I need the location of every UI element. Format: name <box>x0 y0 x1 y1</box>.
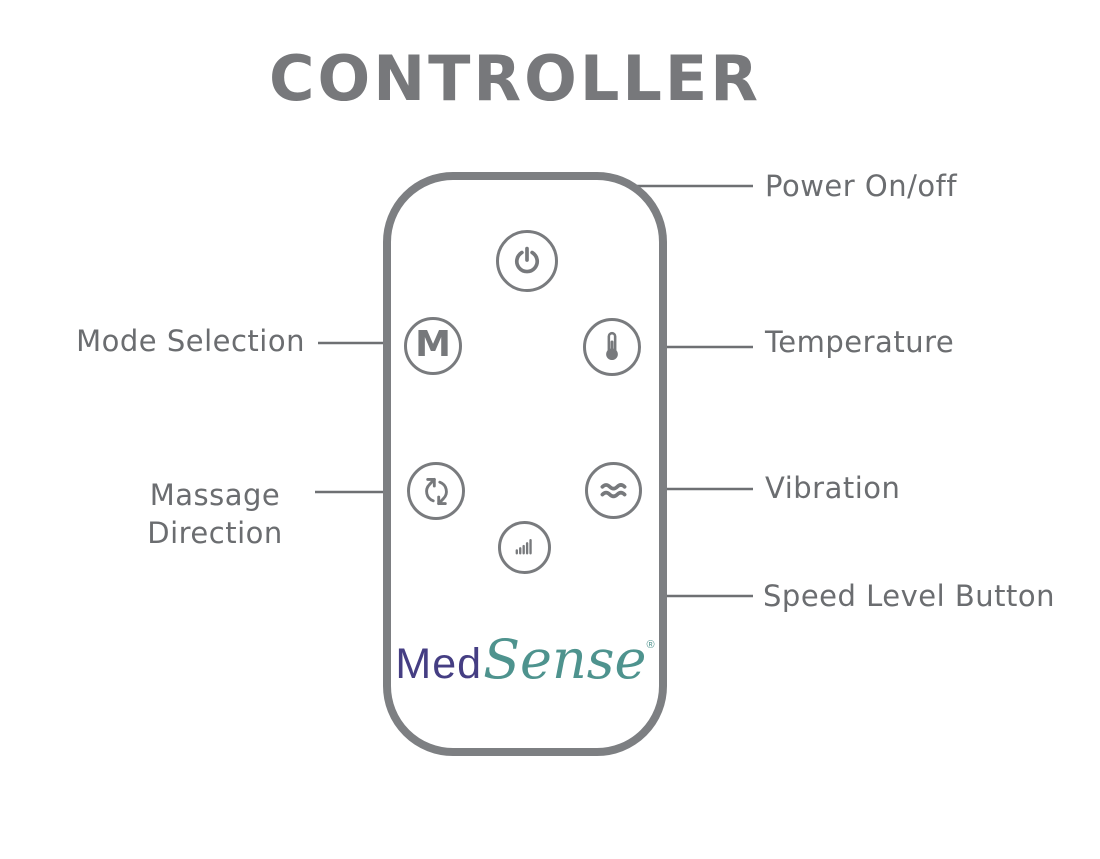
power-label: Power On/off <box>765 169 958 203</box>
rotate-arrows-icon <box>420 475 453 508</box>
page-title: CONTROLLER <box>269 42 761 115</box>
mode-button-letter: M <box>415 324 451 365</box>
power-icon <box>510 244 544 278</box>
massage-label-line2: Direction <box>147 516 283 550</box>
signal-bars-icon <box>508 531 541 564</box>
wave-icon <box>595 472 632 509</box>
mode-selection-label: Mode Selection <box>76 324 305 358</box>
registered-trademark-symbol: ® <box>646 639 655 651</box>
power-button[interactable] <box>496 230 558 292</box>
speed-level-button[interactable] <box>498 521 551 574</box>
logo-sense-text: Sense <box>483 628 647 691</box>
temperature-label: Temperature <box>765 325 955 359</box>
temperature-button[interactable] <box>583 318 641 376</box>
logo-med-text: Med <box>395 640 483 688</box>
massage-direction-label: Massage Direction <box>95 476 335 552</box>
vibration-button[interactable] <box>585 462 642 519</box>
thermometer-icon <box>594 329 630 365</box>
massage-label-line1: Massage <box>149 478 281 512</box>
massage-direction-button[interactable] <box>407 462 465 520</box>
vibration-label: Vibration <box>765 471 901 505</box>
speed-level-label: Speed Level Button <box>763 579 1056 613</box>
mode-selection-button[interactable]: M <box>404 317 462 375</box>
